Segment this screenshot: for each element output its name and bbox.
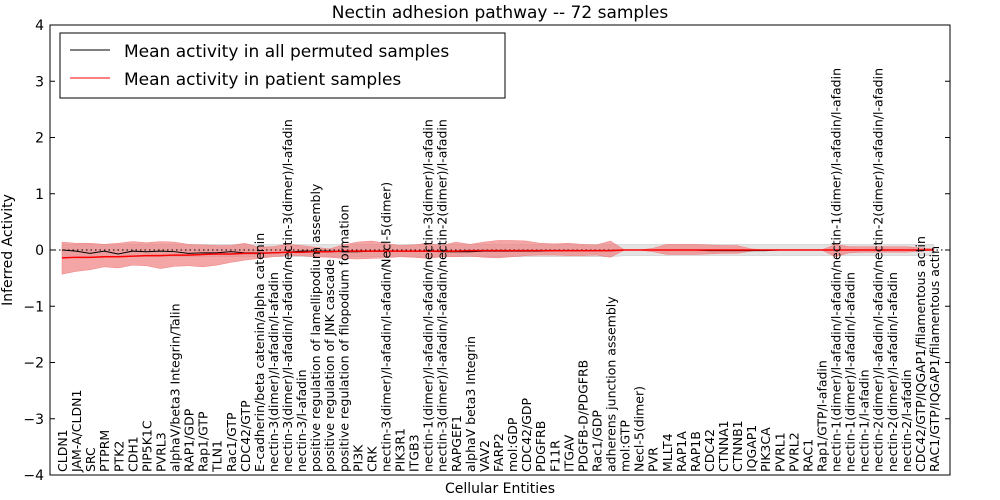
x-tick-label: RAP1/GDP — [182, 408, 197, 472]
x-tick-label: RAC1/GTP/IQGAP1/filamentous actin — [927, 246, 942, 472]
x-tick-label: PIK3R1 — [393, 428, 408, 472]
y-tick-label: 0 — [35, 243, 44, 259]
y-tick-label: −2 — [23, 356, 44, 372]
x-tick-label: Rac1/GDP — [589, 410, 604, 472]
x-tick-label: VAV2 — [477, 440, 492, 472]
x-tick-label: CDC42/GTP — [238, 400, 253, 472]
x-tick-label: nectin-2(dimer)/l-afadin/l-afadin — [885, 272, 900, 472]
x-tick-label: CDH1 — [125, 436, 140, 472]
chart-title: Nectin adhesion pathway -- 72 samples — [332, 3, 669, 23]
x-tick-label: IQGAP1 — [744, 425, 759, 472]
x-tick-label: RAP1B — [688, 431, 703, 472]
x-tick-label: PDGFRB — [533, 421, 548, 472]
y-tick-label: −4 — [23, 468, 44, 484]
x-tick-label: RAP1A — [674, 431, 689, 472]
x-tick-label: alphaV beta3 Integrin — [463, 336, 478, 472]
x-tick-label: TLN1 — [210, 440, 225, 473]
y-tick-label: 1 — [35, 187, 44, 203]
x-tick-label: CLDN1 — [55, 429, 70, 472]
x-tick-label: nectin-3(dimer)/l-afadin/l-afadin/Necl-5… — [378, 182, 393, 472]
x-tick-label: MLLT4 — [660, 433, 675, 472]
x-tick-label: Rap1/GTP/l-afadin — [814, 360, 829, 472]
y-tick-label: 2 — [35, 131, 44, 147]
x-tick-label: mol:GTP — [618, 420, 633, 472]
x-tick-label: E-cadherin/beta catenin/alpha catenin — [252, 233, 267, 472]
x-tick-label: CTNNB1 — [730, 420, 745, 472]
x-tick-label: mol:GDP — [505, 417, 520, 472]
x-tick-label: PTK2 — [111, 441, 126, 472]
x-tick-label: FARP2 — [491, 433, 506, 472]
y-tick-label: 4 — [35, 18, 44, 34]
x-tick-label: PTPRM — [97, 430, 112, 472]
x-tick-label: PVRL2 — [786, 432, 801, 472]
x-tick-label: positive regulation of lamellipodium ass… — [308, 183, 323, 472]
x-tick-label: ITGAV — [561, 434, 576, 472]
x-tick-label: RAPGEF1 — [449, 415, 464, 472]
x-tick-label: nectin-3(dimer)/l-afadin/l-afadin/nectin… — [435, 119, 450, 472]
y-tick-label: −1 — [23, 299, 44, 315]
x-tick-label: Rac1/GTP — [224, 412, 239, 472]
x-tick-label: adherens junction assembly — [604, 296, 619, 472]
x-tick-label: nectin-2/l-afadin — [899, 370, 914, 473]
x-tick-label: PI3K — [350, 444, 365, 472]
x-tick-label: CTNNA1 — [716, 420, 731, 472]
x-tick-label: nectin-2(dimer)/l-afadin/l-afadin/nectin… — [871, 68, 886, 472]
x-tick-label: CDC42/GTP/IQGAP1/filamentous actin — [913, 236, 928, 472]
y-tick-label: 3 — [35, 74, 44, 90]
line-series-1 — [61, 249, 934, 259]
x-tick-label: JAM-A/CLDN1 — [69, 390, 84, 473]
x-tick-label: nectin-1(dimer)/l-afadin/l-afadin/nectin… — [829, 68, 844, 472]
x-tick-label: positive regulation of filopodium format… — [336, 205, 351, 472]
x-tick-label: F11R — [547, 440, 562, 472]
axes-frame — [49, 24, 951, 476]
y-axis: 4 3 2 1 0 −1 −2 −3 −4 — [23, 18, 950, 484]
x-tick-label: CDC42/GDP — [519, 397, 534, 472]
x-tick-label: SRC — [83, 447, 98, 472]
x-axis-label: Cellular Entities — [445, 481, 555, 497]
legend-label-permuted: Mean activity in all permuted samples — [124, 42, 449, 62]
x-tick-label: PVRL1 — [772, 432, 787, 472]
x-tick-label: alphaV/beta3 Integrin/Talin — [168, 304, 183, 473]
y-axis-label: Inferred Activity — [0, 194, 16, 306]
x-tick-label: nectin-1(dimer)/l-afadin/l-afadin — [843, 272, 858, 472]
x-tick-label: CDC42 — [702, 429, 717, 472]
x-tick-label: Rap1/GTP — [196, 411, 211, 472]
x-tick-label: nectin-1(dimer)/l-afadin/l-afadin/nectin… — [421, 119, 436, 472]
x-tick-label: ITGB3 — [407, 434, 422, 472]
x-tick-label: positive regulation of JNK cascade — [322, 259, 337, 472]
x-tick-label: PIP5K1C — [139, 420, 154, 472]
x-tick-label: nectin-3(dimer)/l-afadin/l-afadin/nectin… — [280, 119, 295, 472]
legend-box — [59, 32, 506, 99]
x-tick-label: nectin-3/l-afadin — [294, 370, 309, 473]
x-tick-label: PDGFB-D/PDGFRB — [575, 360, 590, 472]
x-tick-label: CRK — [364, 446, 379, 472]
y-tick-label: −3 — [23, 412, 44, 428]
x-tick-label: nectin-3(dimer)/l-afadin/l-afadin — [266, 272, 281, 472]
x-tick-label: PVR — [646, 447, 661, 472]
legend: Mean activity in all permuted samples Me… — [59, 32, 506, 99]
x-tick-label: Necl-5(dimer) — [632, 386, 647, 472]
x-tick-label: PVRL3 — [153, 432, 168, 472]
x-tick-label: nectin-1/l-afadin — [857, 370, 872, 473]
x-tick-label: PIK3CA — [758, 427, 773, 472]
legend-label-patient: Mean activity in patient samples — [124, 70, 401, 90]
x-tick-label: RAC1 — [800, 439, 815, 472]
